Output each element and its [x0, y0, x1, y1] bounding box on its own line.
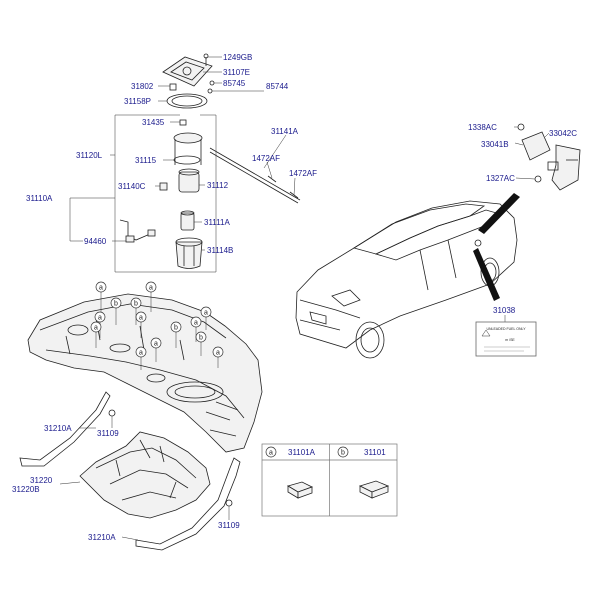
svg-text:a: a [154, 341, 158, 348]
svg-text:a: a [94, 325, 98, 332]
svg-text:a: a [149, 285, 153, 292]
callout-31435: 31435 [142, 118, 165, 127]
marker-a: a [90, 321, 102, 348]
arrow-to-filler [478, 193, 520, 234]
tank-strap-left [19, 391, 111, 467]
marker-a: a [200, 306, 212, 330]
svg-text:b: b [114, 301, 118, 308]
svg-text:a: a [98, 315, 102, 322]
marker-a: a [190, 316, 202, 342]
callout-85745: 85745 [223, 79, 246, 88]
callout-31109-2: 31109 [218, 521, 240, 530]
callout-31110a: 31110A [26, 194, 53, 203]
legend-b: b 31101 [337, 446, 390, 499]
fuel-pump [178, 171, 200, 193]
marker-b: b [195, 331, 207, 356]
svg-text:a: a [216, 350, 220, 357]
callout-1249gb: 1249GB [223, 53, 252, 62]
callout-labels: 1249GB 31107E 31802 85745 85744 31158P 3… [12, 53, 577, 542]
callout-31220b: 31220B [12, 485, 40, 494]
callout-85744: 85744 [266, 82, 289, 91]
fuel-pump-assembly [114, 53, 301, 273]
marker-a: a [135, 311, 147, 338]
callout-31802: 31802 [131, 82, 154, 91]
tank-straps-heat-shield [19, 391, 241, 551]
sedan-illustration [295, 193, 520, 359]
pump-leaders [69, 56, 296, 251]
marker-b: b [170, 321, 182, 348]
callout-31115: 31115 [135, 156, 157, 165]
tank-markers: a a b b a a a a b a b a a a [90, 281, 224, 370]
legend-b-part: 31101 [364, 448, 386, 457]
legend-a: a 31101A [265, 446, 316, 499]
marker-a: a [150, 337, 162, 362]
callout-33042c: 33042C [549, 129, 577, 138]
svg-text:a: a [194, 320, 198, 327]
fuel-label-group: UNLEADED FUEL ONLY m /SE [475, 315, 537, 357]
callout-31141a: 31141A [271, 127, 299, 136]
legend: a 31101A b 31101 [261, 443, 398, 517]
callout-33041b: 33041B [481, 140, 509, 149]
legend-a-letter: a [269, 450, 273, 457]
reservoir-cup [175, 241, 203, 269]
fuel-sender [119, 219, 151, 241]
callout-1472af-2: 1472AF [289, 169, 317, 178]
lower-leaders [59, 416, 230, 541]
svg-text:b: b [199, 335, 203, 342]
callout-31111a: 31111A [204, 218, 230, 227]
callout-31158p: 31158P [124, 97, 151, 106]
callout-1472af-1: 1472AF [252, 154, 280, 163]
svg-text:a: a [139, 315, 143, 322]
callout-1327ac: 1327AC [486, 174, 515, 183]
legend-a-part: 31101A [288, 448, 316, 457]
marker-b: b [110, 297, 122, 325]
marker-a: a [212, 346, 224, 368]
unleaded-fuel-label [475, 321, 537, 357]
callout-31210a-1: 31210A [44, 424, 72, 433]
callout-31038: 31038 [493, 306, 516, 315]
callout-31140c: 31140C [118, 182, 146, 191]
svg-text:b: b [174, 325, 178, 332]
fuel-label-line1: UNLEADED FUEL ONLY [486, 327, 526, 331]
pump-cover-plate [162, 56, 213, 87]
tank-strap-right [135, 457, 241, 551]
vent-bracket-assembly [514, 123, 581, 191]
marker-a: a [145, 281, 157, 312]
svg-text:a: a [139, 350, 143, 357]
callout-31210a-2: 31210A [88, 533, 116, 542]
heat-shield [79, 431, 211, 519]
callout-31114b: 31114B [207, 246, 233, 255]
marker-b: b [130, 297, 142, 325]
svg-text:b: b [134, 301, 138, 308]
fuel-label-line2: m /SE [505, 338, 515, 342]
callout-1338ac: 1338AC [468, 123, 497, 132]
svg-text:a: a [204, 310, 208, 317]
arrow-to-label [473, 248, 500, 301]
legend-b-letter: b [341, 450, 345, 457]
callout-94460: 94460 [84, 237, 107, 246]
callout-31120l: 31120L [76, 151, 103, 160]
callout-31107e: 31107E [223, 68, 250, 77]
marker-a: a [135, 346, 147, 370]
svg-text:a: a [99, 285, 103, 292]
callout-31220: 31220 [30, 476, 53, 485]
callout-31109-1: 31109 [97, 429, 119, 438]
marker-a: a [95, 281, 107, 312]
callout-31112: 31112 [207, 181, 229, 190]
